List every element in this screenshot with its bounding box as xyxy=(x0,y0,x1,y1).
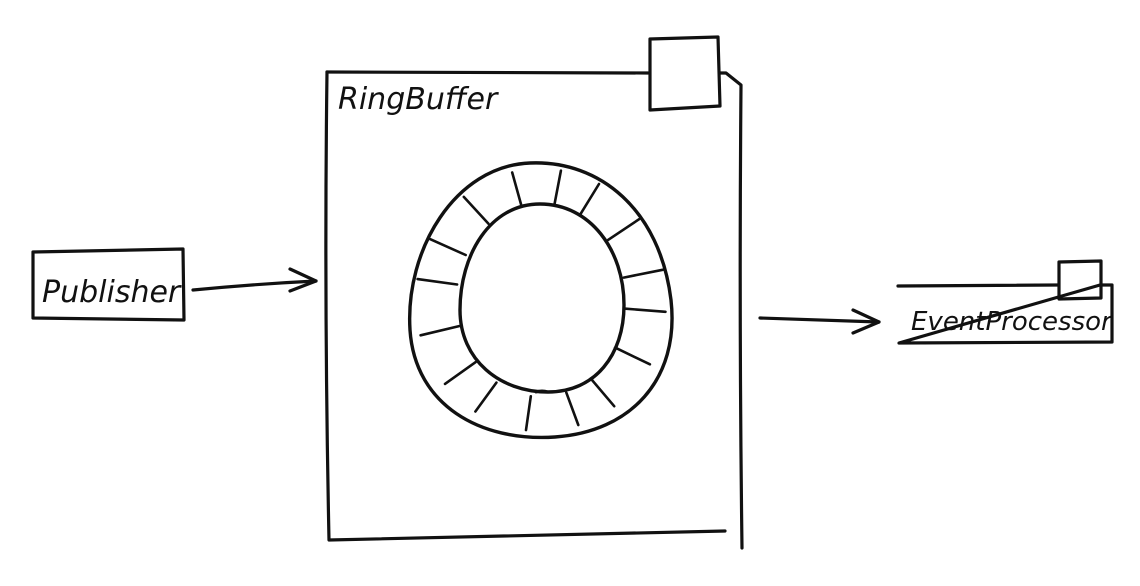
ring-slot-divider xyxy=(416,277,459,286)
ring-inner xyxy=(458,202,626,394)
ringbuffer-box-left-edge xyxy=(324,70,727,542)
ringbuffer-box xyxy=(325,70,744,550)
ring-slot-divider xyxy=(606,217,641,242)
ring-slot-divider xyxy=(524,394,533,432)
arrow-shaft xyxy=(191,279,318,292)
ringbuffer-label: RingBuffer xyxy=(338,82,499,117)
ring-slot-divider xyxy=(443,360,478,386)
ring-slot-divider xyxy=(564,391,580,427)
ring-slot-divider xyxy=(474,381,498,413)
ring-tail xyxy=(534,389,550,394)
ringbuffer-to-eventprocessor-arrow xyxy=(758,308,881,335)
ring-slot-divider xyxy=(462,195,490,225)
arrow-shaft xyxy=(758,316,881,324)
ring-outer xyxy=(408,161,674,440)
ring-slot-divider xyxy=(589,377,616,408)
eventprocessor-port-icon xyxy=(1057,259,1103,301)
ring-slot-divider xyxy=(579,182,601,216)
publisher-to-ringbuffer-arrow xyxy=(191,267,318,293)
ring-slot-divider xyxy=(510,171,523,207)
ring-slot-divider xyxy=(428,237,468,257)
publisher-node: Publisher xyxy=(31,247,186,322)
publisher-box xyxy=(31,247,186,322)
ringbuffer-node: RingBuffer xyxy=(324,35,744,550)
ring-slot-divider xyxy=(624,307,667,314)
eventprocessor-label: EventProcessor xyxy=(911,307,1114,337)
ring-slot-divider xyxy=(553,169,563,206)
ring-slot-divider xyxy=(622,268,664,279)
ring-slot-divider xyxy=(419,324,461,337)
ringbuffer-port-icon xyxy=(648,35,722,112)
arrowhead-icon xyxy=(851,308,881,335)
ring-slot-divider xyxy=(613,346,652,366)
ring-slot-dividers xyxy=(416,169,667,432)
publisher-label: Publisher xyxy=(42,275,182,310)
eventprocessor-node: EventProcessor xyxy=(896,259,1114,345)
arrowhead-icon xyxy=(288,267,318,293)
eventprocessor-box xyxy=(896,283,1114,345)
